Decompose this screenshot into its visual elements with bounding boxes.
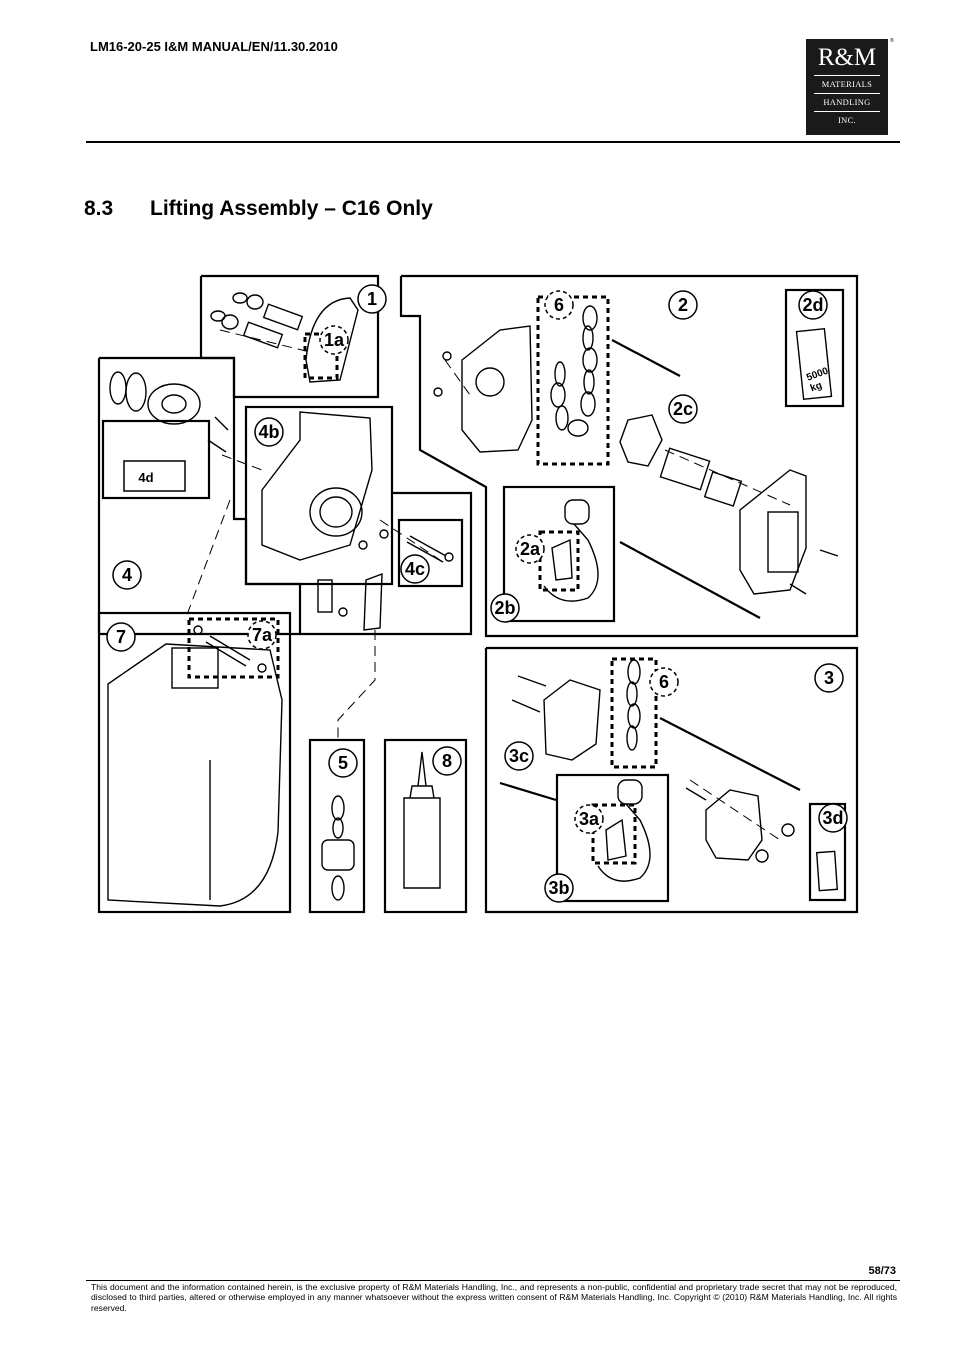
svg-text:1: 1 bbox=[367, 289, 377, 309]
callout-3d: 3d bbox=[818, 803, 848, 833]
svg-text:5: 5 bbox=[338, 753, 348, 773]
svg-text:8: 8 bbox=[442, 751, 452, 771]
section-number: 8.3 bbox=[84, 197, 114, 220]
panel-2d-frame bbox=[784, 288, 845, 408]
svg-text:2: 2 bbox=[678, 295, 688, 315]
section-heading: 8.3 Lifting Assembly – C16 Only bbox=[84, 197, 433, 221]
header-divider bbox=[86, 141, 900, 143]
panel-7-frame bbox=[97, 611, 292, 914]
svg-text:3d: 3d bbox=[822, 808, 843, 828]
svg-text:3b: 3b bbox=[548, 878, 569, 898]
svg-text:3c: 3c bbox=[509, 746, 529, 766]
callout-2a: 2a bbox=[515, 534, 545, 564]
svg-text:3: 3 bbox=[824, 668, 834, 688]
panel-8-frame bbox=[383, 738, 468, 914]
logo-line-1: MATERIALS bbox=[821, 79, 873, 89]
callout-1: 1 bbox=[357, 284, 387, 314]
panel-3d-frame bbox=[808, 802, 847, 902]
svg-text:7: 7 bbox=[116, 627, 126, 647]
logo-line-2: HANDLING bbox=[823, 97, 871, 107]
callout-5: 5 bbox=[328, 748, 358, 778]
plate-2d-unit: kg bbox=[809, 380, 824, 394]
detail-1a-box bbox=[303, 332, 339, 380]
callout-2c: 2c bbox=[668, 394, 698, 424]
panel-3-frame bbox=[484, 646, 859, 914]
logo-mark: R&M bbox=[817, 44, 877, 71]
svg-text:4d: 4d bbox=[138, 470, 153, 485]
callout-3c: 3c bbox=[504, 741, 534, 771]
callout-6-lower: 6 bbox=[649, 667, 679, 697]
svg-text:4c: 4c bbox=[405, 559, 425, 579]
panel-4b-frame bbox=[244, 405, 394, 586]
detail-2a-box bbox=[538, 530, 580, 592]
callout-8: 8 bbox=[432, 746, 462, 776]
svg-text:4b: 4b bbox=[258, 422, 279, 442]
panel-4d-frame bbox=[101, 419, 211, 500]
callout-6-upper: 6 bbox=[544, 290, 574, 320]
callout-2d: 2d bbox=[798, 290, 828, 320]
callout-4c: 4c bbox=[400, 554, 430, 584]
svg-text:1a: 1a bbox=[324, 330, 345, 350]
section-title: Lifting Assembly – C16 Only bbox=[150, 197, 433, 220]
callout-2b: 2b bbox=[490, 593, 520, 623]
registered-mark: ® bbox=[890, 38, 894, 44]
callout-3b: 3b bbox=[544, 873, 574, 903]
callout-3a: 3a bbox=[574, 804, 604, 834]
callout-2: 2 bbox=[668, 290, 698, 320]
svg-text:6: 6 bbox=[554, 295, 564, 315]
panel-5-frame bbox=[308, 738, 366, 914]
callout-3: 3 bbox=[814, 663, 844, 693]
footer-divider bbox=[86, 1280, 900, 1281]
panel-3b-frame bbox=[555, 773, 670, 903]
detail-6-chain-box-2 bbox=[610, 657, 658, 769]
callout-4: 4 bbox=[112, 560, 142, 590]
svg-text:2b: 2b bbox=[494, 598, 515, 618]
svg-text:3a: 3a bbox=[579, 809, 600, 829]
document-id: LM16-20-25 I&M MANUAL/EN/11.30.2010 bbox=[90, 39, 338, 54]
company-logo: R&M MATERIALS HANDLING INC. bbox=[806, 39, 888, 135]
panel-4c-frame bbox=[397, 518, 464, 588]
svg-text:2a: 2a bbox=[520, 539, 541, 559]
page-number: 58/73 bbox=[868, 1265, 896, 1277]
logo-line-3: INC. bbox=[838, 115, 856, 125]
svg-text:2d: 2d bbox=[802, 295, 823, 315]
panel-2b-frame bbox=[502, 485, 616, 623]
svg-text:7a: 7a bbox=[252, 625, 273, 645]
detail-6-chain-box bbox=[536, 295, 610, 466]
svg-text:2c: 2c bbox=[673, 399, 693, 419]
callout-4d: 4d bbox=[123, 460, 186, 492]
confidentiality-notice: This document and the information contai… bbox=[91, 1282, 897, 1313]
callout-1a: 1a bbox=[319, 325, 349, 355]
callout-4b: 4b bbox=[254, 417, 284, 447]
detail-3a-box bbox=[591, 803, 637, 865]
callout-7a: 7a bbox=[247, 620, 277, 650]
svg-text:6: 6 bbox=[659, 672, 669, 692]
panel-2-frame bbox=[399, 274, 859, 638]
callout-7: 7 bbox=[106, 622, 136, 652]
svg-text:4: 4 bbox=[122, 565, 132, 585]
